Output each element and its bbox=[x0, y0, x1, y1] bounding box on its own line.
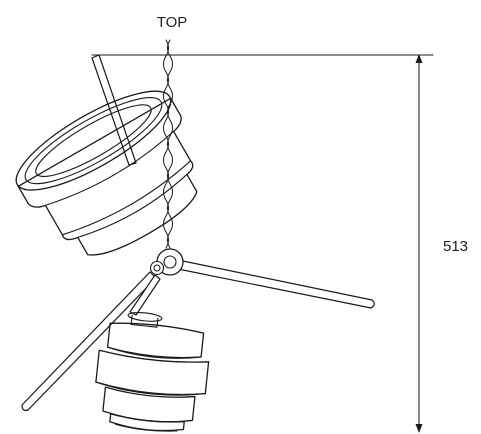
upper-lamp-shade bbox=[15, 90, 198, 256]
right-rod bbox=[177, 259, 375, 309]
lower-lamp-shade bbox=[95, 311, 210, 432]
central-hub bbox=[149, 248, 184, 276]
height-value: 513 bbox=[443, 238, 468, 255]
height-dimension bbox=[415, 54, 423, 433]
lower-left-rod bbox=[21, 271, 157, 412]
top-label: TOP bbox=[157, 14, 188, 31]
suspension-cord bbox=[163, 39, 173, 249]
lower-shade-rod bbox=[129, 274, 161, 316]
